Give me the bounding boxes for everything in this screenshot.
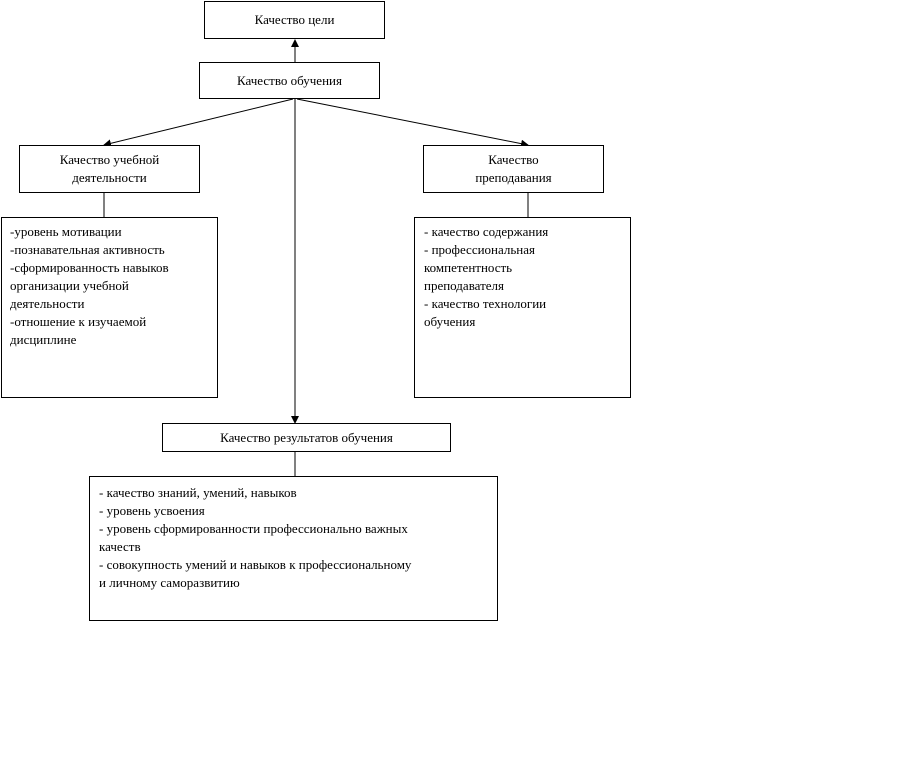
goal-quality-label: Качество цели xyxy=(254,12,335,27)
list-item: организации учебной xyxy=(10,278,129,293)
results-label: Качество результатов обучения xyxy=(220,429,393,445)
list-item: - качество технологии xyxy=(424,296,547,311)
teaching-title-line: преподавания xyxy=(475,170,552,185)
arrow-to-study-activity xyxy=(103,98,294,148)
list-item: - качество содержания xyxy=(424,224,549,239)
list-item: качеств xyxy=(99,539,141,554)
results-list-box: - качество знаний, умений, навыков - уро… xyxy=(89,476,498,621)
list-item: -отношение к изучаемой xyxy=(10,314,147,329)
teaching-list-box: - качество содержания - профессиональная… xyxy=(414,217,631,398)
list-item: - качество знаний, умений, навыков xyxy=(99,485,297,500)
list-item: -познавательная активность xyxy=(10,242,165,257)
study-activity-title-line: деятельности xyxy=(72,170,147,185)
study-activity-list-box: -уровень мотивации -познавательная актив… xyxy=(1,217,218,398)
list-item: дисциплине xyxy=(10,332,77,347)
list-item: компетентность xyxy=(424,260,513,275)
study-activity-title-line: Качество учебной xyxy=(59,152,160,167)
list-item: обучения xyxy=(424,314,476,329)
teaching-box: Качество преподавания xyxy=(423,145,604,193)
arrow-to-teaching xyxy=(296,98,529,148)
list-item: - профессиональная xyxy=(424,242,536,257)
results-box: Качество результатов обучения xyxy=(162,423,451,452)
list-item: деятельности xyxy=(10,296,85,311)
list-item: -сформированность навыков xyxy=(10,260,169,275)
list-item: - совокупность умений и навыков к профес… xyxy=(99,557,412,572)
learning-quality-box: Качество обучения xyxy=(199,62,380,99)
list-item: преподавателя xyxy=(424,278,505,293)
learning-quality-label: Качество обучения xyxy=(237,72,342,88)
teaching-title-line: Качество xyxy=(488,152,539,167)
list-item: и личному саморазвитию xyxy=(99,575,240,590)
list-item: - уровень сформированности профессиональ… xyxy=(99,521,408,536)
goal-quality-box: Качество цели xyxy=(204,1,385,39)
list-item: - уровень усвоения xyxy=(99,503,205,518)
study-activity-box: Качество учебной деятельности xyxy=(19,145,200,193)
list-item: -уровень мотивации xyxy=(10,224,122,239)
